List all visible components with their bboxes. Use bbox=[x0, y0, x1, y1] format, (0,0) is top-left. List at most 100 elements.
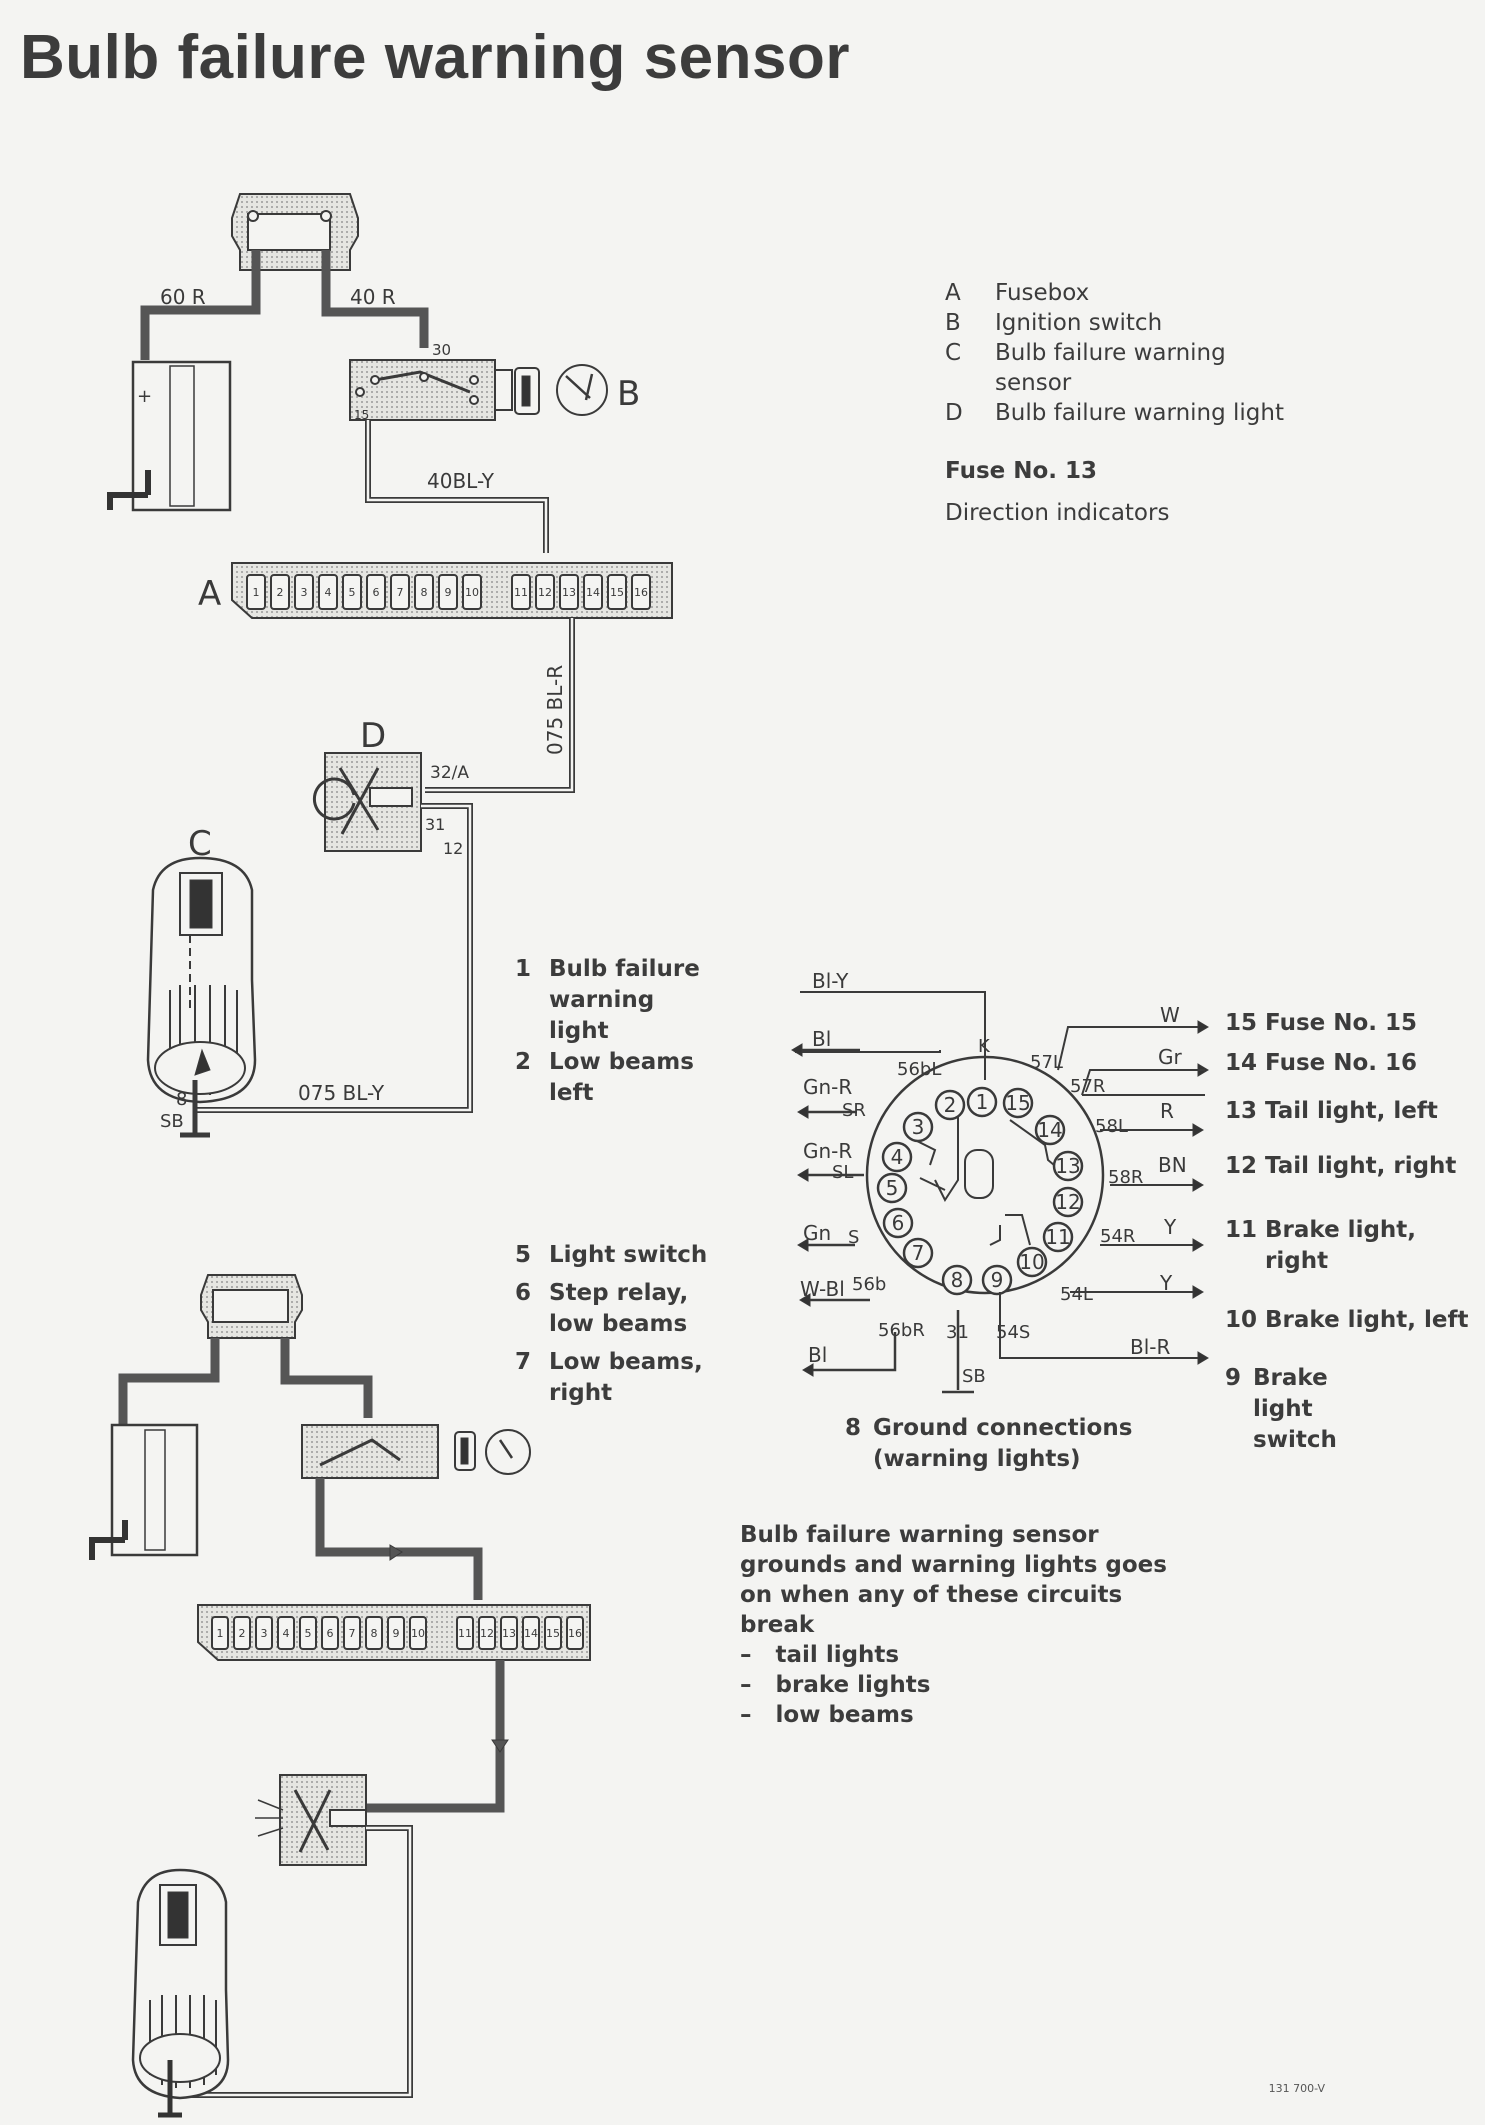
connector-pin bbox=[882, 1207, 914, 1239]
connector-pin-number: 7 bbox=[912, 1241, 925, 1265]
fuse-slot bbox=[438, 574, 458, 610]
connector-pin bbox=[941, 1264, 973, 1296]
label-b: B bbox=[617, 374, 640, 414]
fuse-number: 2 bbox=[239, 1627, 246, 1640]
sensor-c bbox=[146, 856, 257, 1138]
legend-text: Ignition switch bbox=[995, 310, 1163, 336]
wire-color-bn: BN bbox=[1158, 1153, 1187, 1177]
fuse-slot bbox=[294, 574, 314, 610]
terminal-57l: 57L bbox=[1030, 1052, 1063, 1073]
connector-pin bbox=[1002, 1087, 1034, 1119]
fuse-slot bbox=[343, 1616, 361, 1650]
fuse-number: 1 bbox=[253, 586, 260, 599]
fuse-number: 10 bbox=[465, 586, 479, 599]
circuit-text: Brake light, left bbox=[1265, 1307, 1469, 1333]
connector-pin-number: 5 bbox=[886, 1176, 899, 1200]
connector-pin-number: 9 bbox=[991, 1268, 1004, 1292]
fuse-number: 7 bbox=[397, 586, 404, 599]
terminal-56b: 56b bbox=[852, 1274, 886, 1295]
fuse-number: 16 bbox=[568, 1627, 582, 1640]
wire-label-075bly: 075 BL-Y bbox=[298, 1081, 385, 1105]
battery-cable-block bbox=[231, 193, 359, 271]
fuse-slot bbox=[566, 1616, 584, 1650]
circuit-number: 15 bbox=[1225, 1010, 1258, 1036]
fuse-number: 3 bbox=[301, 586, 308, 599]
terminal-32a: 32/A bbox=[430, 763, 469, 783]
terminal-sb: SB bbox=[962, 1366, 986, 1387]
fuse-number: 11 bbox=[458, 1627, 472, 1640]
connector-pin-number: 15 bbox=[1005, 1091, 1030, 1115]
connector-pin bbox=[1016, 1246, 1048, 1278]
fuse-number: 15 bbox=[610, 586, 624, 599]
circuit-item: 15 Fuse No. 15 bbox=[1225, 1008, 1480, 1039]
terminal-s: S bbox=[848, 1227, 859, 1248]
explanation-item-text: brake lights bbox=[775, 1672, 931, 1698]
fuse-number: 9 bbox=[393, 1627, 400, 1640]
connector-pin bbox=[876, 1172, 908, 1204]
circuit-text: Low beams, right bbox=[549, 1349, 703, 1406]
circuit-number: 13 bbox=[1225, 1098, 1258, 1124]
connector-pin-number: 11 bbox=[1045, 1225, 1070, 1249]
explanation-item: – low beams bbox=[740, 1702, 914, 1728]
circuit-number: 1 bbox=[515, 956, 532, 982]
fuse-number: 6 bbox=[373, 586, 380, 599]
fuse-slot bbox=[246, 574, 266, 610]
terminal-58r: 58R bbox=[1108, 1167, 1143, 1188]
legend-key: B bbox=[945, 310, 961, 336]
fuse-slot bbox=[211, 1616, 229, 1650]
wire-label-075blr: 075 BL-R bbox=[543, 665, 567, 755]
connector-pin-number: 13 bbox=[1055, 1154, 1080, 1178]
fuse-number: 6 bbox=[327, 1627, 334, 1640]
connector-pin-number: 10 bbox=[1019, 1250, 1044, 1274]
connector-pin bbox=[1052, 1186, 1084, 1218]
battery: + bbox=[107, 360, 232, 512]
wire-color-bl: Bl bbox=[808, 1343, 827, 1367]
wire-color-w: W bbox=[1160, 1003, 1180, 1027]
circuit-number: 6 bbox=[515, 1280, 532, 1306]
wire-color-y: Y bbox=[1163, 1215, 1177, 1239]
fuse-note-heading: Fuse No. 13 bbox=[945, 458, 1098, 484]
terminal-58l: 58L bbox=[1095, 1116, 1128, 1137]
connector-pin bbox=[902, 1237, 934, 1269]
fuse-slot bbox=[559, 574, 579, 610]
terminal-56br: 56bR bbox=[878, 1320, 925, 1341]
connector-wire-labels: Bl-Y Bl Gn-R Gn-R Gn W-Bl Bl W Gr R BN Y… bbox=[800, 969, 1187, 1367]
legend-text: Fusebox bbox=[995, 280, 1090, 306]
explanation-item-text: tail lights bbox=[775, 1642, 900, 1668]
wire-color-gnr: Gn-R bbox=[803, 1139, 852, 1163]
explanation-item-text: low beams bbox=[775, 1702, 914, 1728]
explanation-item: – tail lights bbox=[740, 1642, 900, 1668]
terminal-15: 15 bbox=[354, 408, 369, 422]
fuse-number: 5 bbox=[305, 1627, 312, 1640]
fuse-number: 15 bbox=[546, 1627, 560, 1640]
fuse-slot bbox=[535, 574, 555, 610]
circuit-text: Step relay, low beams bbox=[549, 1280, 689, 1337]
fuse-number: 8 bbox=[371, 1627, 378, 1640]
terminal-54l: 54L bbox=[1060, 1284, 1093, 1305]
circuit-text: Brake light switch bbox=[1253, 1365, 1337, 1453]
label-c: C bbox=[188, 824, 212, 864]
fuse-number: 9 bbox=[445, 586, 452, 599]
terminal-57r: 57R bbox=[1070, 1076, 1105, 1097]
connector-pin bbox=[1052, 1150, 1084, 1182]
fuse-number: 7 bbox=[349, 1627, 356, 1640]
ground-number: 8 bbox=[845, 1415, 862, 1441]
fuse-slot bbox=[270, 574, 290, 610]
connector-terminal-labels: K 56bL SR SL S 56b 56bR 31 54S 54L 54R 5… bbox=[832, 1036, 1143, 1387]
circuit-text: Fuse No. 15 bbox=[1265, 1010, 1418, 1036]
fuse-slot bbox=[607, 574, 627, 610]
legend-row: B Ignition switch bbox=[945, 308, 1365, 338]
circuit-number: 2 bbox=[515, 1049, 532, 1075]
fuse-slot bbox=[365, 1616, 383, 1650]
